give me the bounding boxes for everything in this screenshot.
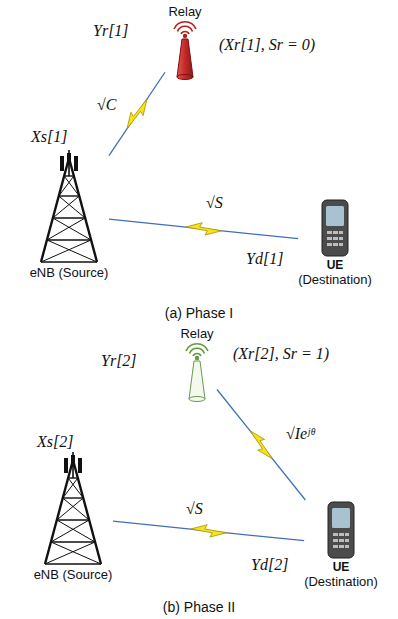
channel-gain-label: √S	[185, 500, 204, 518]
node-icon	[33, 452, 113, 567]
signal-label: Xs[1]	[30, 128, 68, 146]
node-title: UE	[327, 258, 344, 272]
base-station-node: eNB (Source)	[29, 150, 109, 280]
signal-label: Yd[1]	[245, 250, 284, 268]
node-title: UE	[333, 560, 350, 574]
channel-gain-label: √C	[96, 96, 117, 114]
node-subtitle: (Destination)	[304, 574, 378, 589]
user-equipment-node: UE(Destination)	[298, 198, 372, 287]
node-title: Relay	[180, 326, 213, 341]
figure-caption: (b) Phase II	[0, 598, 398, 616]
wireless-link	[113, 521, 304, 541]
base-station-node: eNB (Source)	[33, 452, 113, 582]
relay-node: Relay	[177, 326, 217, 403]
node-title: Relay	[168, 4, 201, 19]
lightning-bolt	[186, 223, 222, 235]
lightning-bolt	[250, 431, 272, 459]
lightning-bolt	[127, 99, 147, 129]
node-icon	[318, 198, 352, 258]
node-icon	[177, 341, 217, 403]
signal-label: (Xr[2], Sr = 1)	[232, 345, 330, 363]
lightning-bolt	[191, 525, 227, 537]
user-equipment-node: UE(Destination)	[304, 500, 378, 589]
relay-icon	[165, 19, 205, 81]
wireless-link	[217, 390, 305, 500]
node-title: eNB (Source)	[30, 265, 109, 280]
node-subtitle: (Destination)	[298, 272, 372, 287]
link-line	[217, 390, 305, 500]
figure-caption: (a) Phase I	[0, 304, 398, 322]
signal-label: Xs[2]	[36, 433, 74, 451]
base-station-tower	[29, 150, 109, 265]
signal-label: Yr[2]	[100, 352, 138, 370]
signal-label: (Xr[1], Sr = 0)	[218, 36, 316, 54]
channel-gain-label: √S	[205, 194, 224, 212]
link-line	[109, 219, 298, 239]
signal-label: Yd[2]	[250, 556, 289, 574]
base-station-tower	[33, 452, 113, 567]
phone-icon	[318, 198, 352, 258]
phone-icon	[324, 500, 358, 560]
signal-label: Yr[1]	[92, 22, 130, 40]
wireless-link	[109, 219, 298, 239]
relay-icon	[177, 341, 217, 403]
node-icon	[165, 19, 205, 81]
node-icon	[324, 500, 358, 560]
relay-node: Relay	[165, 4, 205, 81]
node-title: eNB (Source)	[34, 567, 113, 582]
node-icon	[29, 150, 109, 265]
channel-gain-label: √Ieʲᶿ	[285, 425, 315, 443]
link-line	[113, 521, 304, 541]
